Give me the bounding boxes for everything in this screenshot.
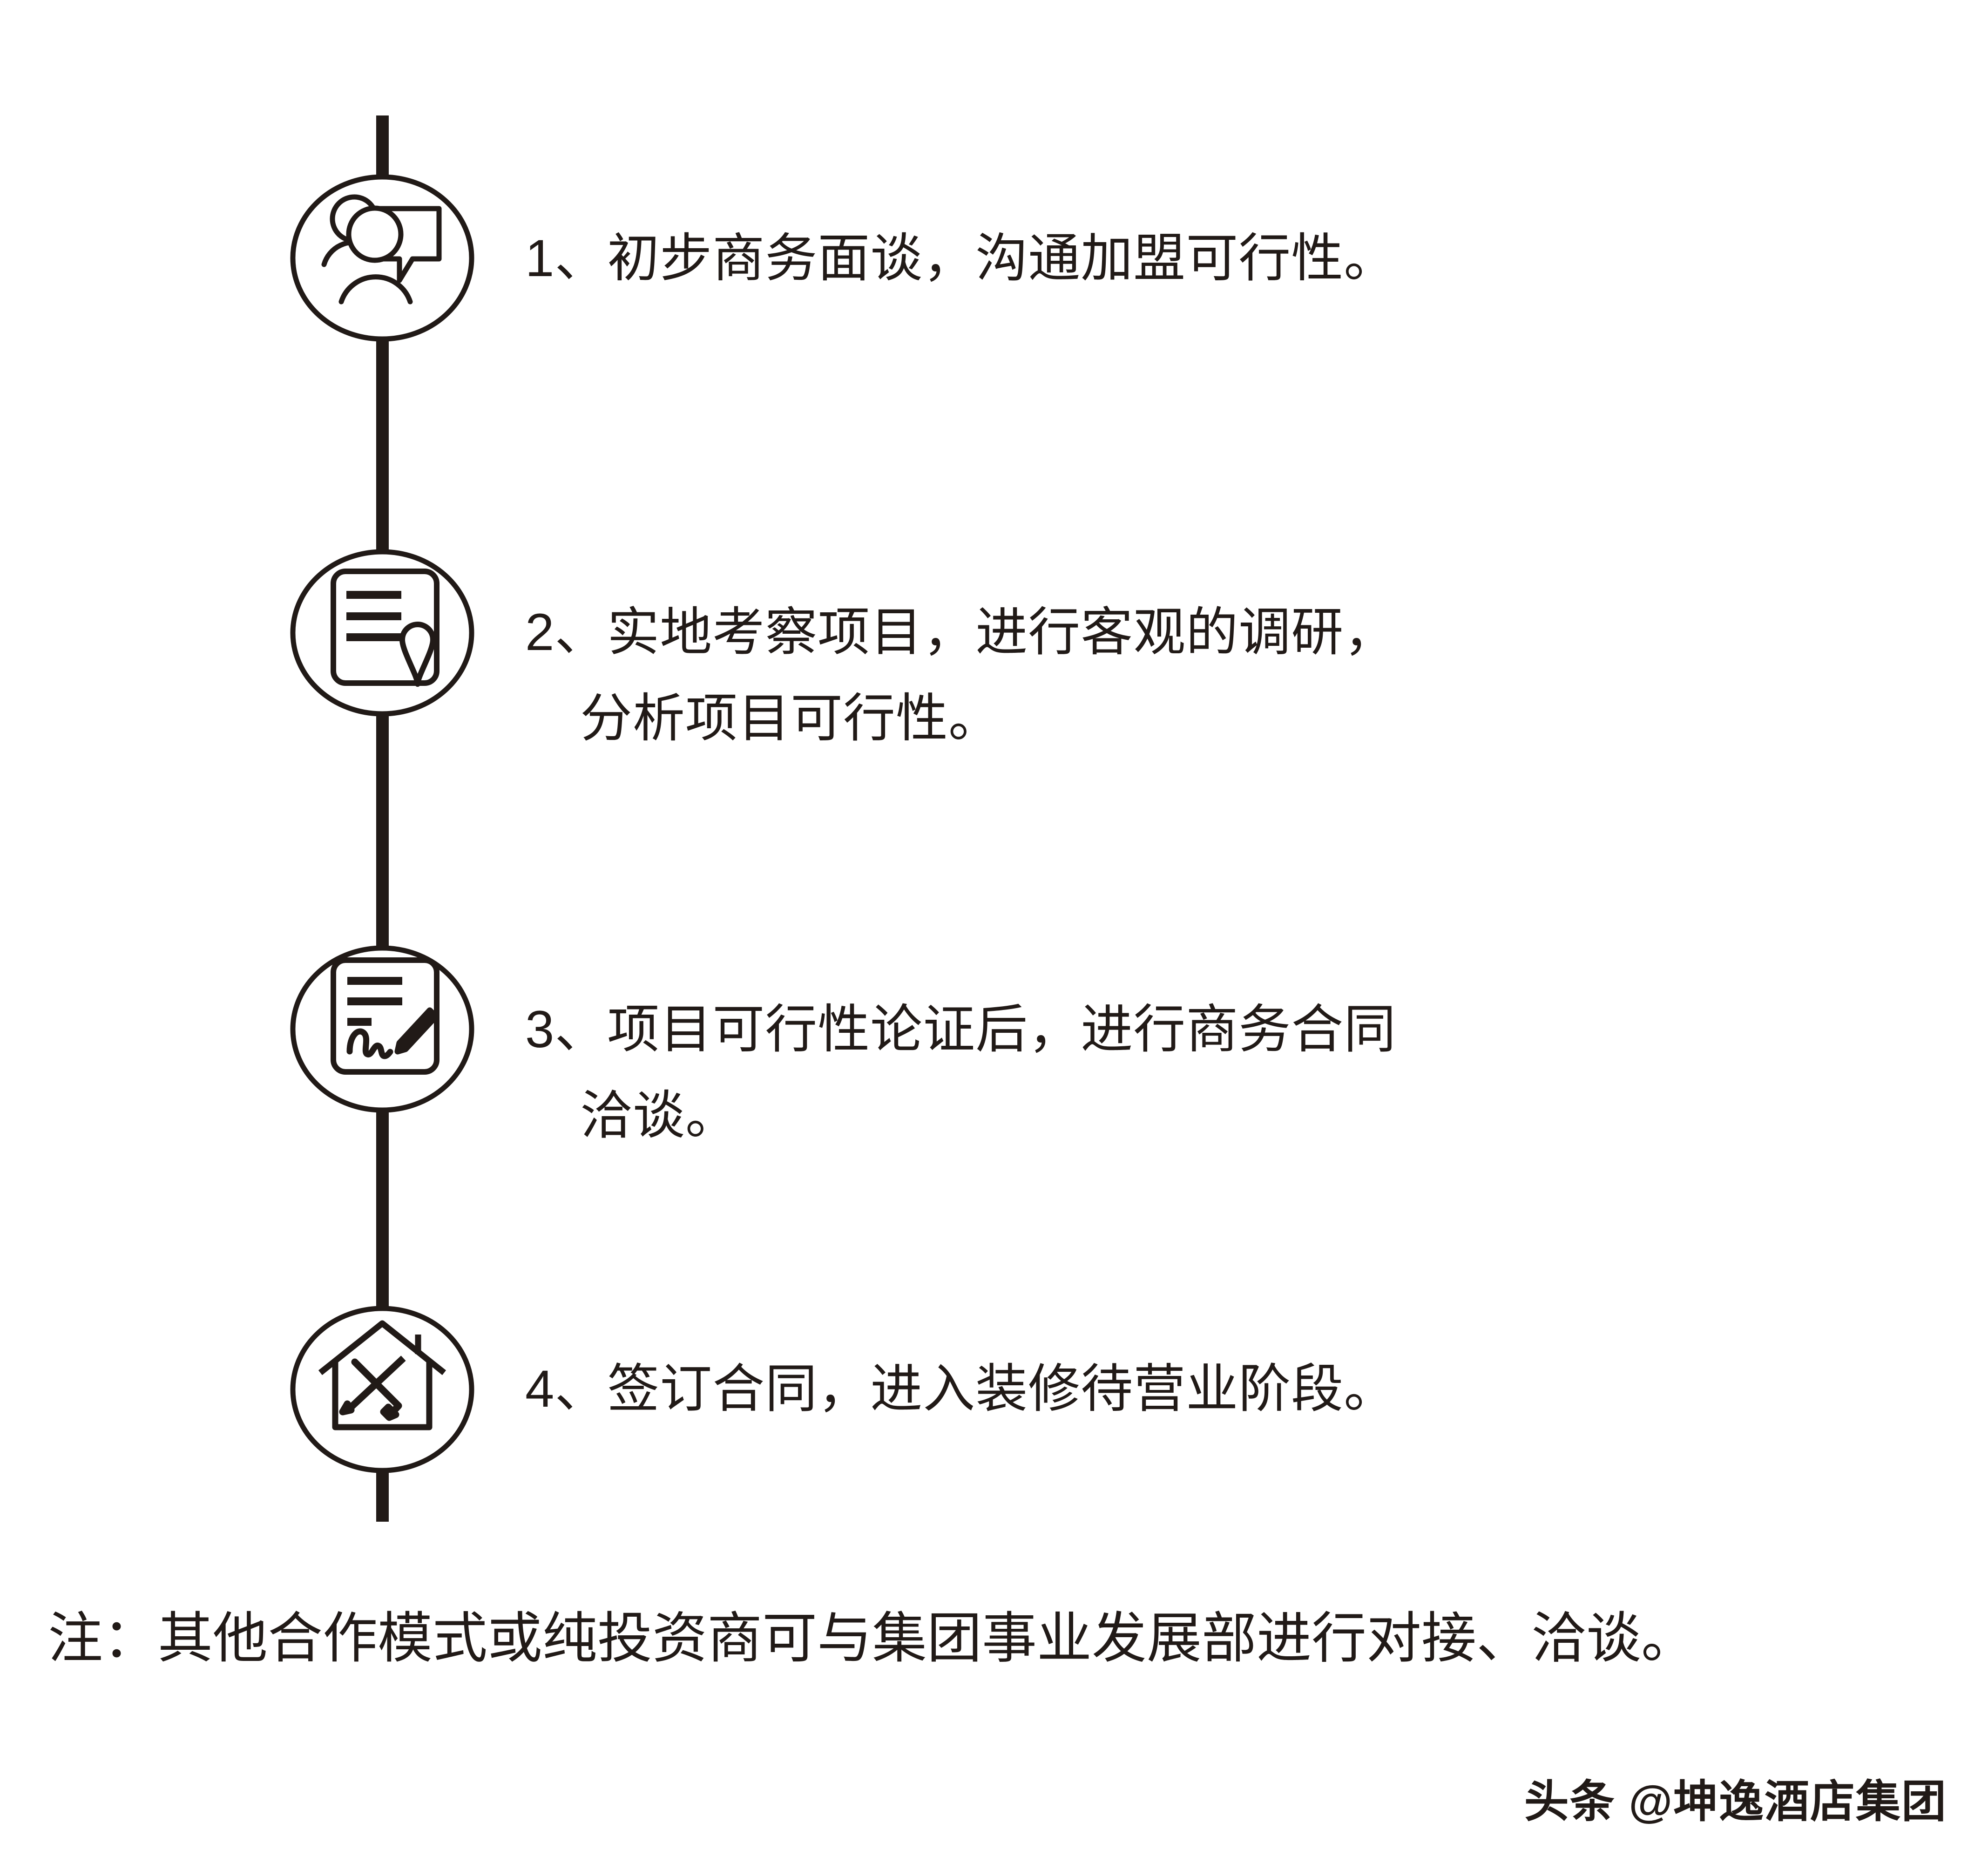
- step-line: 2、实地考察项目，进行客观的调研，: [525, 603, 1397, 661]
- step-line: 3、项目可行性论证后，进行商务合同: [525, 1000, 1397, 1058]
- step-line: 1、初步商务面谈，沟通加盟可行性。: [525, 229, 1397, 287]
- step-text-3: 3、项目可行性论证后，进行商务合同 洽谈。: [525, 986, 1875, 1159]
- contract-signature-pen-icon: [290, 945, 474, 1113]
- step-text-2: 2、实地考察项目，进行客观的调研， 分析项目可行性。: [525, 589, 1875, 761]
- step-node-3: [288, 943, 477, 1115]
- footnote-text: 注：其他合作模式或纯投资商可与集团事业发展部进行对接、洽谈。: [48, 1608, 1697, 1669]
- people-speech-bubble-icon: [290, 174, 474, 342]
- step-line: 分析项目可行性。: [580, 689, 1001, 747]
- step-line: 洽谈。: [580, 1086, 738, 1145]
- step-node-1: [288, 172, 477, 344]
- step-node-4: [288, 1304, 477, 1475]
- step-line: 4、签订合同，进入装修待营业阶段。: [525, 1360, 1397, 1418]
- watermark-text: 头条 @坤逸酒店集团: [1524, 1777, 1947, 1827]
- step-node-2: [288, 547, 477, 718]
- step-text-4: 4、签订合同，进入装修待营业阶段。: [525, 1346, 1875, 1432]
- document-location-pin-icon: [290, 549, 474, 717]
- house-tools-icon: [290, 1306, 474, 1473]
- step-text-1: 1、初步商务面谈，沟通加盟可行性。: [525, 215, 1875, 301]
